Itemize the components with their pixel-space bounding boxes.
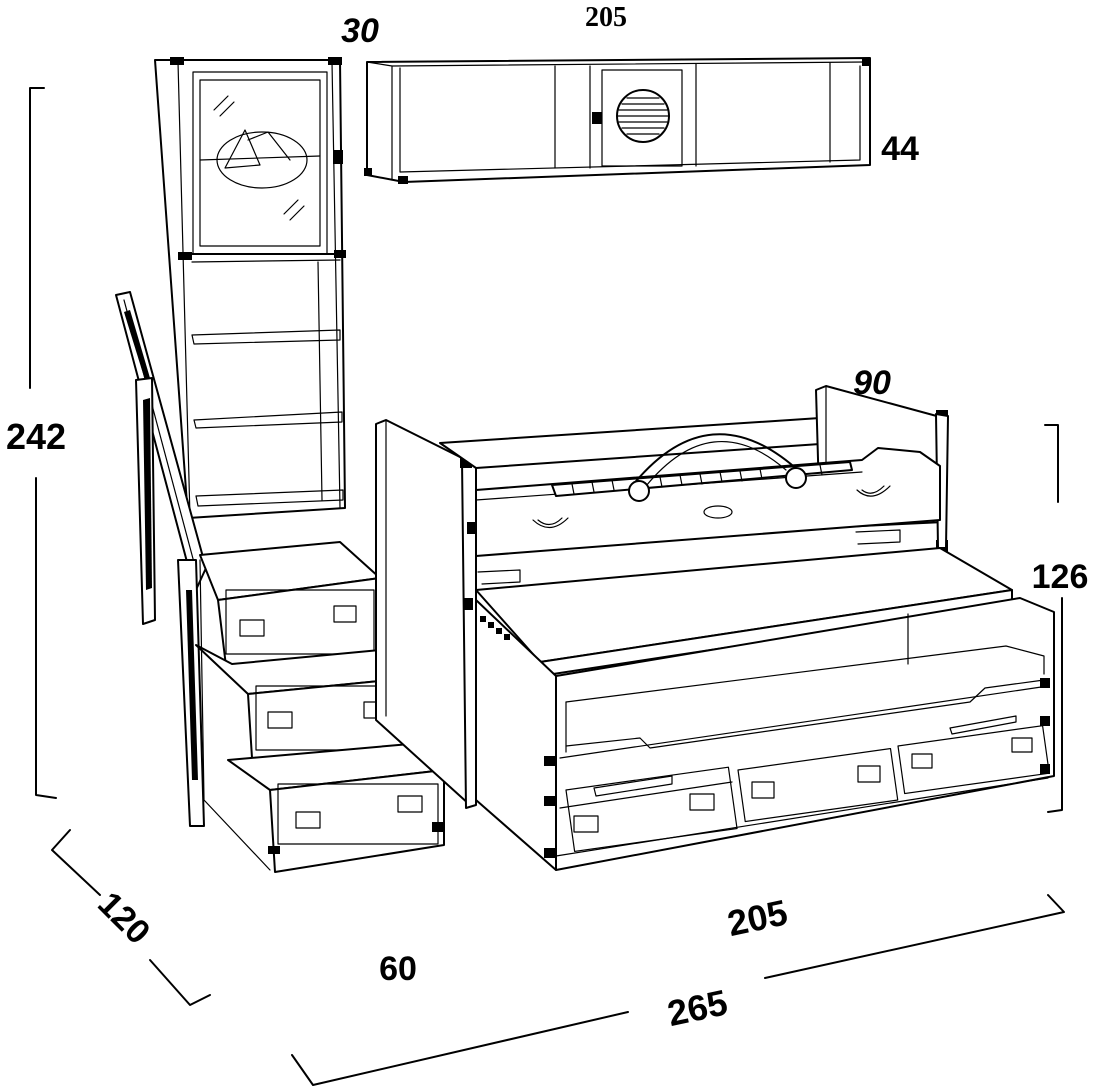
handrail — [115, 291, 207, 827]
lower-bed — [475, 547, 1055, 871]
bookcase-tower — [154, 57, 346, 519]
wall-unit-width-label: 205 — [585, 2, 627, 33]
dimension-lines — [29, 87, 1065, 1086]
wall-unit-height-label: 44 — [881, 130, 919, 168]
bed-length-label: 205 — [724, 891, 791, 944]
total-length-label: 265 — [664, 981, 731, 1034]
stair-width-label: 60 — [379, 950, 417, 988]
stair-drawers — [195, 541, 445, 873]
wall-unit — [364, 57, 871, 184]
shelf-depth-label: 30 — [341, 12, 379, 50]
dimension-labels: 30 205 44 242 90 126 120 60 205 265 — [6, 2, 1088, 1034]
upper-bed — [439, 385, 949, 621]
total-height-label: 242 — [6, 416, 66, 457]
bed-width-label: 90 — [853, 364, 891, 402]
bed-height-label: 126 — [1032, 558, 1089, 596]
